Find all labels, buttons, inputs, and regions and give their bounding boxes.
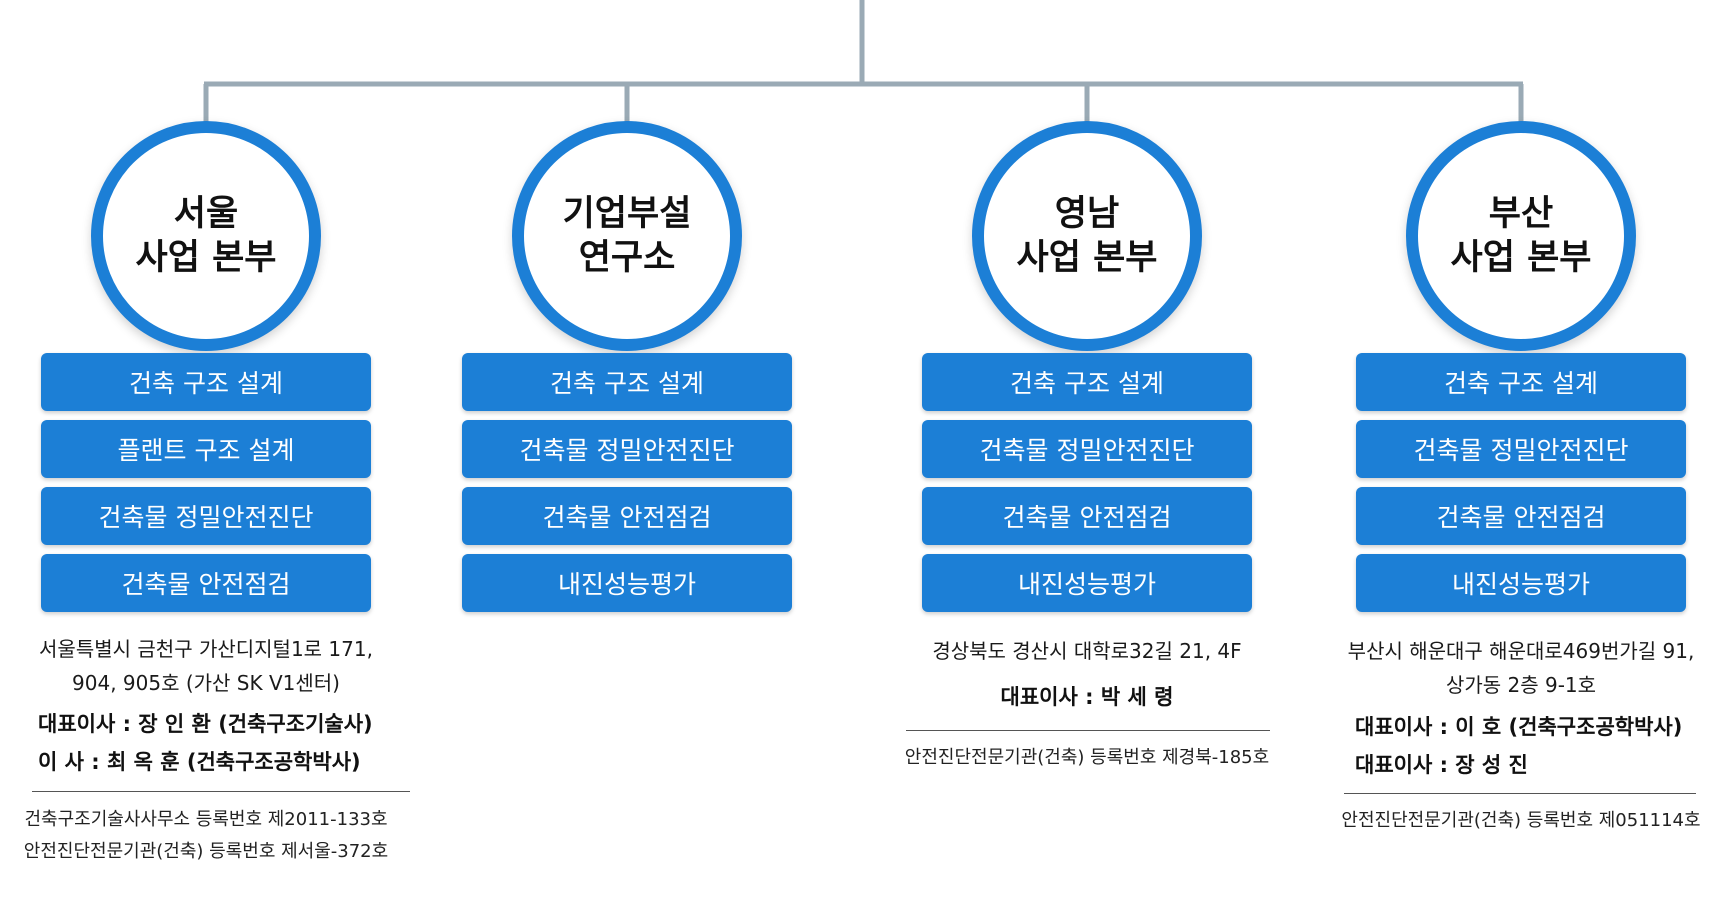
service-item: 건축 구조 설계 [41, 353, 371, 411]
registrations: 안전진단전문기관(건축) 등록번호 제경북-185호 [867, 742, 1307, 774]
service-item: 건축물 정밀안전진단 [1356, 420, 1686, 478]
divider-line [32, 791, 410, 792]
service-item: 건축물 안전점검 [41, 554, 371, 612]
service-item: 건축물 안전점검 [1356, 487, 1686, 545]
service-list: 건축 구조 설계 플랜트 구조 설계 건축물 정밀안전진단 건축물 안전점검 [41, 353, 371, 621]
registration-number: 건축구조기술사사무소 등록번호 제2011-133호 [24, 809, 388, 830]
representative: 대표이사 : 장 인 환 (건축구조기술사) [38, 712, 373, 736]
registrations: 안전진단전문기관(건축) 등록번호 제051114호 [1301, 805, 1721, 837]
registrations: 건축구조기술사사무소 등록번호 제2011-133호 안전진단전문기관(건축) … [0, 804, 426, 868]
service-item: 건축물 안전점검 [462, 487, 792, 545]
service-item: 건축 구조 설계 [462, 353, 792, 411]
division-title: 기업부설 연구소 [562, 194, 692, 278]
registration-number: 안전진단전문기관(건축) 등록번호 제경북-185호 [904, 747, 1270, 768]
division-title: 서울 사업 본부 [135, 194, 277, 278]
service-item: 내진성능평가 [1356, 554, 1686, 612]
divider-line [906, 730, 1270, 731]
division-busan: 부산 사업 본부 건축 구조 설계 건축물 정밀안전진단 건축물 안전점검 내진… [1301, 0, 1721, 914]
service-item: 건축물 정밀안전진단 [462, 420, 792, 478]
service-list: 건축 구조 설계 건축물 정밀안전진단 건축물 안전점검 내진성능평가 [462, 353, 792, 621]
division-circle: 영남 사업 본부 [972, 121, 1202, 351]
division-research-lab: 기업부설 연구소 건축 구조 설계 건축물 정밀안전진단 건축물 안전점검 내진… [407, 0, 847, 914]
service-item: 건축물 안전점검 [922, 487, 1252, 545]
division-circle: 부산 사업 본부 [1406, 121, 1636, 351]
registration-number: 안전진단전문기관(건축) 등록번호 제051114호 [1341, 810, 1701, 831]
division-address: 부산시 해운대구 해운대로469번가길 91, 상가동 2층 9-1호 [1347, 639, 1695, 697]
division-seoul: 서울 사업 본부 건축 구조 설계 플랜트 구조 설계 건축물 정밀안전진단 건… [0, 0, 426, 914]
division-title: 부산 사업 본부 [1450, 194, 1592, 278]
service-item: 내진성능평가 [462, 554, 792, 612]
representatives: 대표이사 : 이 호 (건축구조공학박사) 대표이사 : 장 성 진 [1301, 708, 1721, 784]
service-item: 플랜트 구조 설계 [41, 420, 371, 478]
registration-number: 안전진단전문기관(건축) 등록번호 제서울-372호 [23, 841, 389, 862]
representative: 대표이사 : 박 세 령 [1000, 685, 1174, 709]
representatives: 대표이사 : 장 인 환 (건축구조기술사) 이 사 : 최 옥 훈 (건축구조… [0, 705, 426, 781]
division-title: 영남 사업 본부 [1016, 194, 1158, 278]
representatives: 대표이사 : 박 세 령 [867, 678, 1307, 716]
division-address: 서울특별시 금천구 가산디지털1로 171, 904, 905호 (가산 SK … [39, 637, 373, 695]
service-item: 건축물 정밀안전진단 [922, 420, 1252, 478]
representative: 대표이사 : 이 호 (건축구조공학박사) [1355, 715, 1683, 739]
division-address: 경상북도 경산시 대학로32길 21, 4F [932, 639, 1242, 663]
division-circle: 서울 사업 본부 [91, 121, 321, 351]
service-item: 내진성능평가 [922, 554, 1252, 612]
division-circle: 기업부설 연구소 [512, 121, 742, 351]
service-item: 건축 구조 설계 [1356, 353, 1686, 411]
representative: 이 사 : 최 옥 훈 (건축구조공학박사) [38, 750, 361, 774]
service-list: 건축 구조 설계 건축물 정밀안전진단 건축물 안전점검 내진성능평가 [922, 353, 1252, 621]
service-item: 건축물 정밀안전진단 [41, 487, 371, 545]
divider-line [1344, 793, 1696, 794]
division-yeongnam: 영남 사업 본부 건축 구조 설계 건축물 정밀안전진단 건축물 안전점검 내진… [867, 0, 1307, 914]
representative: 대표이사 : 장 성 진 [1355, 753, 1528, 777]
service-list: 건축 구조 설계 건축물 정밀안전진단 건축물 안전점검 내진성능평가 [1356, 353, 1686, 621]
service-item: 건축 구조 설계 [922, 353, 1252, 411]
